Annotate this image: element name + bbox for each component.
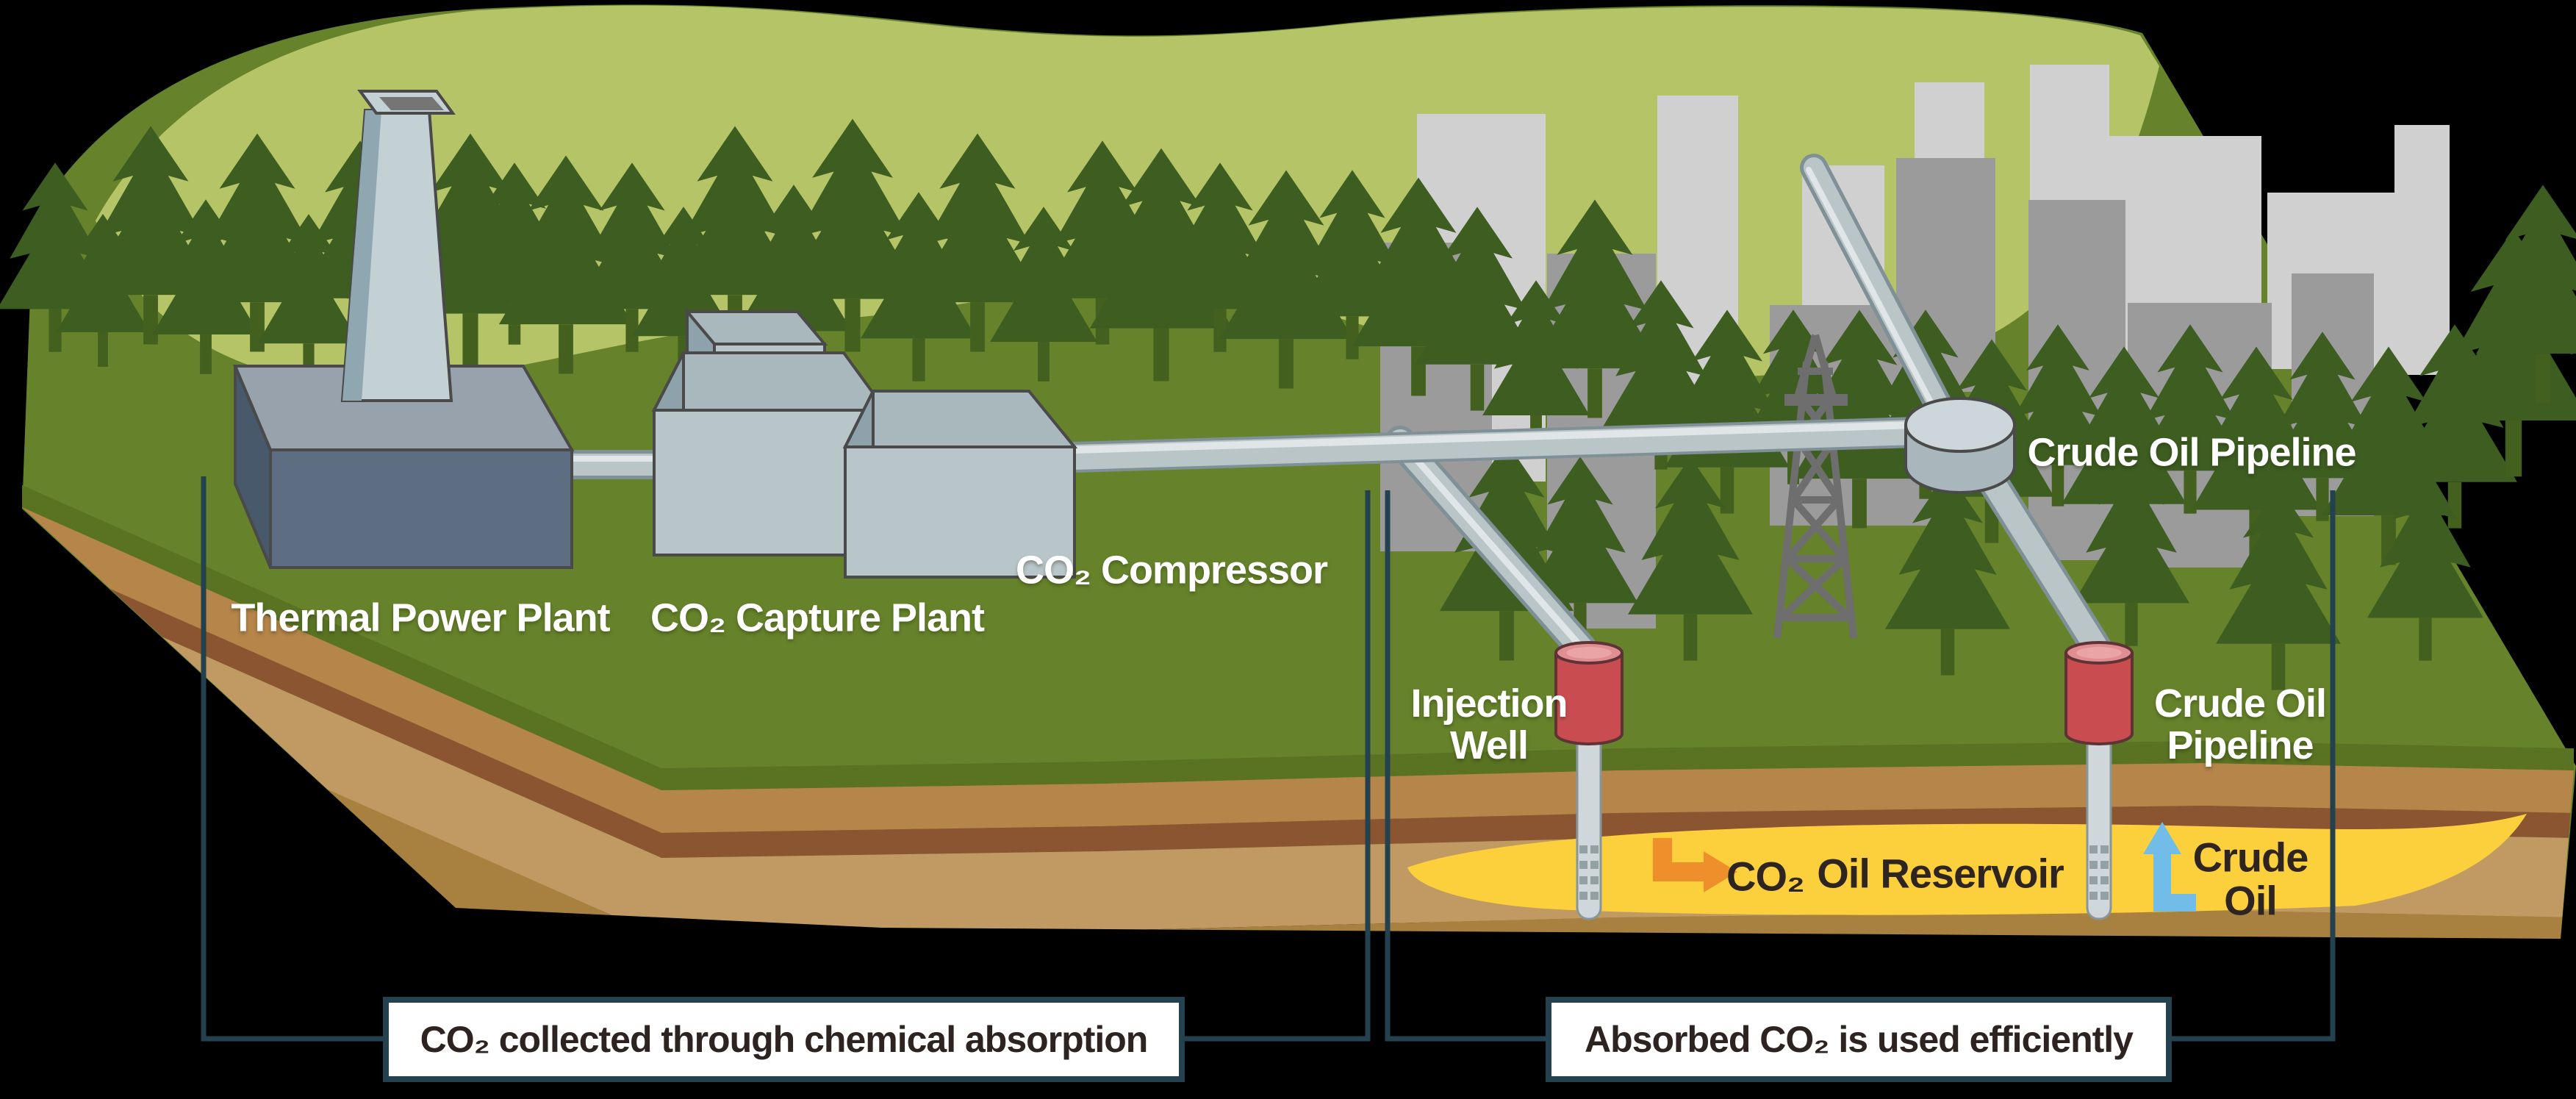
well-pipes-underground (1576, 712, 2112, 920)
oil-reservoir-lens (1407, 814, 2527, 915)
crude-oil-pipeline-label: Crude Oil Pipeline (2027, 430, 2356, 475)
injection-wellhead (1554, 641, 1624, 745)
callout-co2-used: Absorbed CO₂ is used efficiently (1546, 997, 2172, 1082)
grass-front-edge (22, 485, 2574, 790)
callout-co2-collected: CO₂ collected through chemical absorptio… (383, 997, 1185, 1082)
oil-reservoir-label: Oil Reservoir (1817, 850, 2064, 897)
co2-capture-plant-building (651, 307, 889, 556)
crude-oil-pipeline-well-label: Crude Oil Pipeline (2153, 681, 2327, 767)
crude-oil-extraction-arrow-icon (2143, 822, 2196, 912)
co2-capture-plant-label: CO₂ Capture Plant (650, 595, 985, 640)
crude-oil-label: Crude Oil (2192, 834, 2309, 924)
co2-compressor-label: CO₂ Compressor (1015, 548, 1328, 593)
thermal-power-plant-building (232, 90, 575, 569)
callout-co2-used-text: Absorbed CO₂ is used efficiently (1585, 1019, 2134, 1060)
co2-injection-arrow-icon (1653, 838, 1737, 892)
callout-bracket-lines (201, 476, 2336, 1042)
thermal-power-plant-label: Thermal Power Plant (231, 595, 610, 640)
co2-underground-label: CO₂ (1726, 853, 1805, 900)
injection-well-label: Injection Well (1410, 681, 1568, 767)
co2-compressor-building (842, 390, 1078, 579)
soil-strata (22, 507, 2574, 939)
pipeline-junction-hub (1904, 397, 2016, 494)
crude-oil-wellhead (2064, 641, 2134, 745)
callout-co2-collected-text: CO₂ collected through chemical absorptio… (420, 1019, 1149, 1060)
